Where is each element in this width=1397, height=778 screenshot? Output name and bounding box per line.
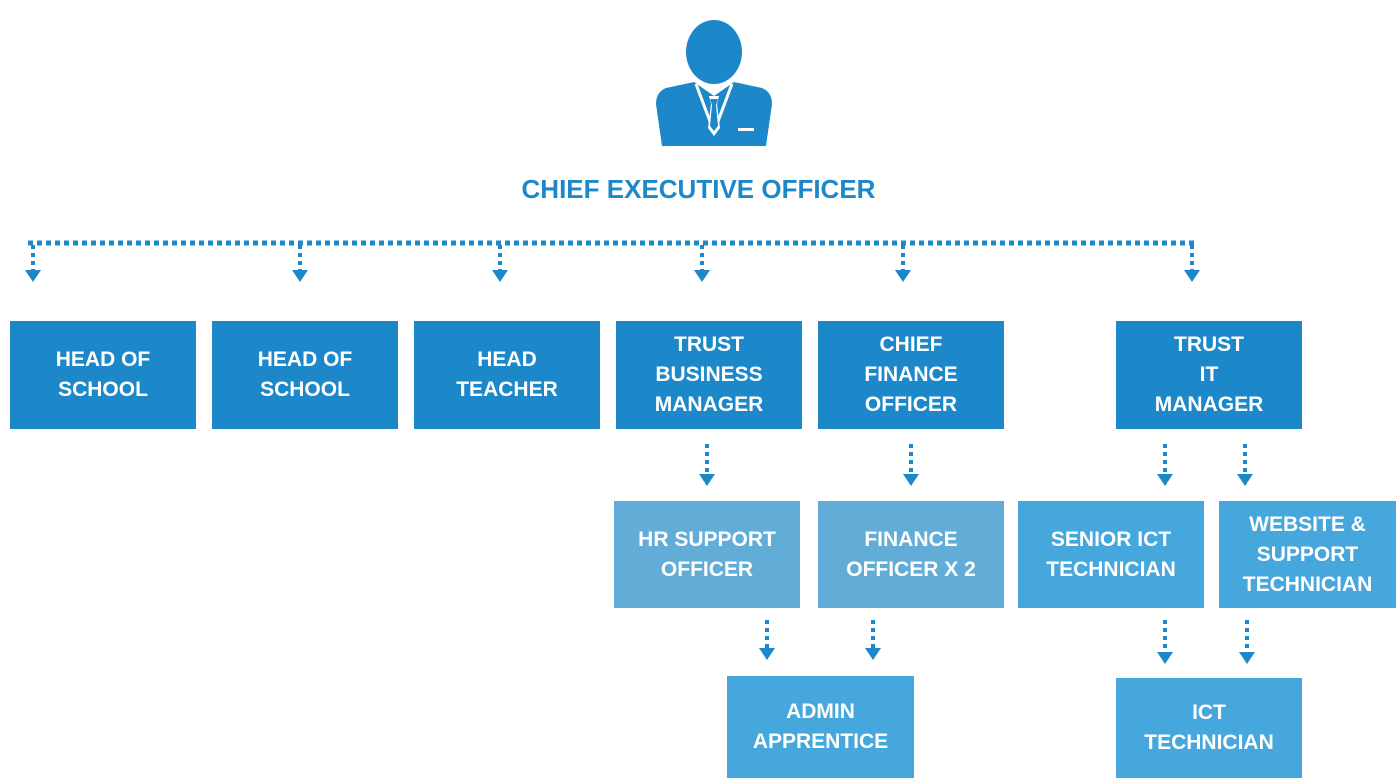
role-label-line: WEBSITE & (1249, 512, 1366, 536)
arrow-down-icon (865, 648, 881, 660)
role-website-support-technician: WEBSITE & SUPPORT TECHNICIAN (1219, 501, 1396, 608)
arrow-down-icon (1157, 652, 1173, 664)
role-admin-apprentice: ADMIN APPRENTICE (727, 676, 914, 778)
role-label-line: CHIEF (879, 333, 943, 356)
arrow-down-icon (1237, 474, 1253, 486)
role-label-line: FINANCE (864, 363, 958, 386)
role-head-of-school-1: HEAD OF SCHOOL (10, 321, 196, 429)
role-head-teacher: HEAD TEACHER (414, 321, 600, 429)
role-label-line: IT (1199, 363, 1219, 386)
arrow-down-icon (759, 648, 775, 660)
connector-arrows (25, 245, 1255, 664)
arrow-down-icon (895, 270, 911, 282)
arrow-down-icon (694, 270, 710, 282)
role-ict-technician: ICT TECHNICIAN (1116, 678, 1302, 778)
role-label-line: TECHNICIAN (1144, 731, 1274, 754)
role-head-of-school-2: HEAD OF SCHOOL (212, 321, 398, 429)
role-label-line: HEAD (477, 348, 537, 371)
role-label-line: TRUST (1174, 333, 1244, 356)
role-label-line: FINANCE (864, 527, 958, 551)
arrow-down-icon (903, 474, 919, 486)
role-label-line: OFFICER X 2 (846, 557, 976, 581)
role-label-line: SCHOOL (260, 378, 350, 401)
arrow-down-icon (1184, 270, 1200, 282)
role-label-line: MANAGER (1154, 393, 1264, 416)
role-label-line: HEAD OF (55, 348, 151, 371)
role-label-line: TECHNICIAN (1242, 572, 1373, 596)
role-label-line: HR SUPPORT (638, 527, 776, 551)
role-trust-business-manager: TRUST BUSINESS MANAGER (616, 321, 802, 429)
role-label-line: ICT (1192, 701, 1226, 724)
role-label-line: OFFICER (660, 557, 754, 581)
role-senior-ict-technician: SENIOR ICT TECHNICIAN (1018, 501, 1204, 608)
role-chief-finance-officer: CHIEF FINANCE OFFICER (818, 321, 1004, 429)
role-label-line: TECHNICIAN (1046, 557, 1176, 581)
role-label-line: TRUST (674, 333, 744, 356)
role-label-line: OFFICER (864, 393, 958, 416)
role-label-line: ADMIN (786, 700, 855, 723)
role-label-line: SUPPORT (1256, 542, 1359, 566)
businessman-icon (656, 20, 772, 146)
arrow-down-icon (292, 270, 308, 282)
role-label-line: MANAGER (654, 393, 764, 416)
role-label-line: SENIOR ICT (1050, 527, 1172, 551)
role-trust-it-manager: TRUST IT MANAGER (1116, 321, 1302, 429)
arrow-down-icon (1239, 652, 1255, 664)
chief-executive-officer-title: CHIEF EXECUTIVE OFFICER (521, 174, 876, 204)
role-label-line: TEACHER (456, 378, 558, 401)
role-hr-support-officer: HR SUPPORT OFFICER (614, 501, 800, 608)
arrow-down-icon (492, 270, 508, 282)
arrow-down-icon (25, 270, 41, 282)
arrow-down-icon (1157, 474, 1173, 486)
role-finance-officer: FINANCE OFFICER X 2 (818, 501, 1004, 608)
arrow-down-icon (699, 474, 715, 486)
role-label-line: SCHOOL (58, 378, 148, 401)
role-label-line: APPRENTICE (752, 730, 889, 753)
role-label-line: HEAD OF (257, 348, 353, 371)
role-label-line: BUSINESS (655, 363, 763, 386)
